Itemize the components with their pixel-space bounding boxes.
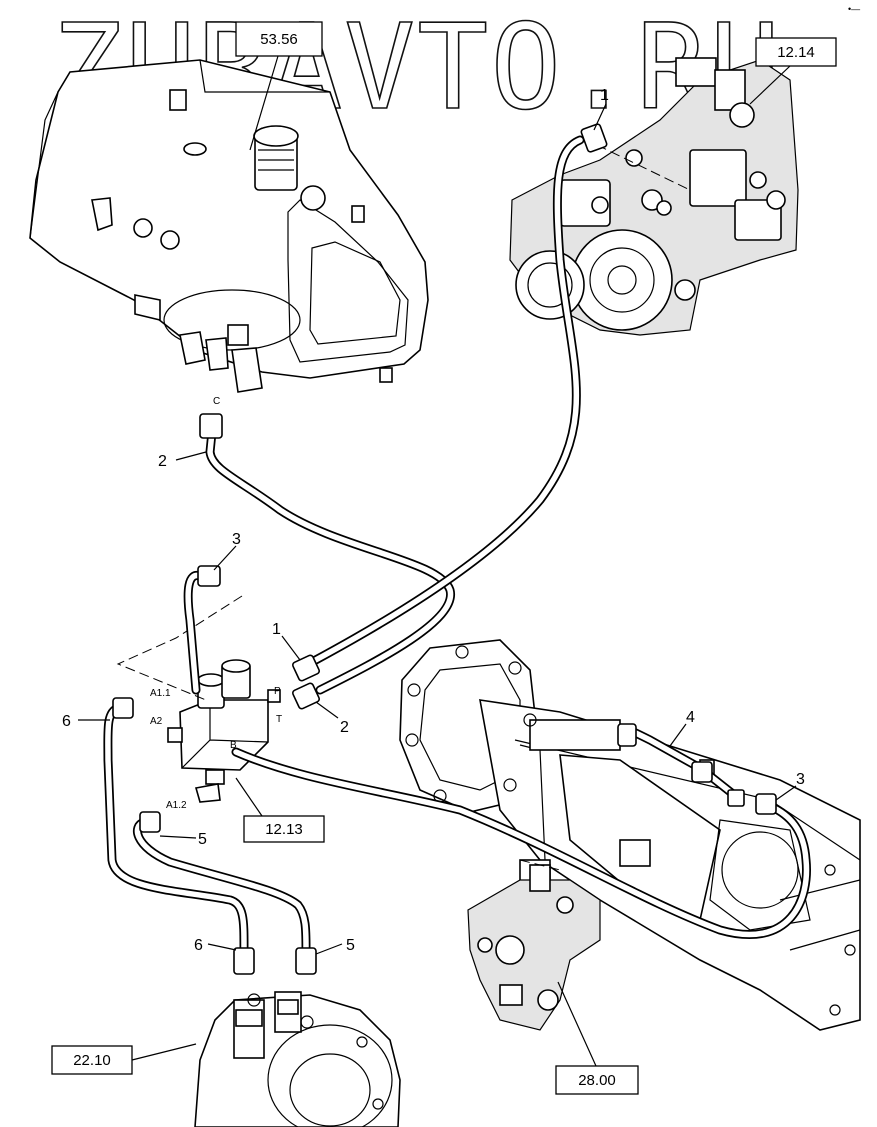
ref-box-pump: 12.14 xyxy=(755,37,837,67)
ref-box-tank: 53.56 xyxy=(235,21,323,57)
ref-box-valve-block-label: 12.13 xyxy=(265,821,303,838)
callout-hose5-lower: 5 xyxy=(346,937,355,954)
callout-hose6-lower: 6 xyxy=(194,937,203,954)
callout-hose4-axle: 4 xyxy=(686,709,695,726)
hose-fittings xyxy=(112,123,777,975)
ref-box-motor: 22.10 xyxy=(51,1045,133,1075)
travel-motor xyxy=(467,864,601,1031)
valve-guide-line xyxy=(116,595,243,701)
ref-box-axle-motor-label: 28.00 xyxy=(578,1072,616,1089)
callout-hose5-upper: 5 xyxy=(198,831,207,848)
port-label-p: P xyxy=(274,686,281,697)
ref-box-motor-label: 22.10 xyxy=(73,1052,111,1069)
callout-hose3-top: 3 xyxy=(232,531,241,548)
port-label-t: T xyxy=(276,714,282,725)
callout-hose6-left: 6 xyxy=(62,713,71,730)
ref-box-valve-block: 12.13 xyxy=(243,815,325,843)
port-label-a11: A1.1 xyxy=(150,688,171,699)
callout-hose2-left: 2 xyxy=(158,453,167,470)
port-label-c: C xyxy=(213,396,220,407)
corner-mark: •— xyxy=(848,4,860,14)
leader-lines xyxy=(78,55,797,1067)
callout-hose3-axle: 3 xyxy=(796,771,805,788)
axle-guide-line xyxy=(519,859,561,871)
pump-guide-line xyxy=(596,144,691,191)
hoses xyxy=(103,135,811,953)
hydraulic-tank xyxy=(29,59,429,393)
ref-box-axle-motor: 28.00 xyxy=(555,1065,639,1095)
callout-hose2-valve: 2 xyxy=(340,719,349,736)
axle-assembly xyxy=(399,639,861,1031)
port-label-b: B xyxy=(230,740,237,751)
callout-hose1-top: 1 xyxy=(600,87,609,104)
callout-hose1-valve: 1 xyxy=(272,621,281,638)
port-label-a2: A2 xyxy=(150,716,163,727)
port-label-a12: A1.2 xyxy=(166,800,187,811)
hydraulic-pump xyxy=(509,57,799,336)
valve-block xyxy=(167,659,281,803)
ref-box-tank-label: 53.56 xyxy=(260,31,298,48)
drive-motor xyxy=(194,991,401,1127)
ref-box-pump-label: 12.14 xyxy=(777,44,815,61)
